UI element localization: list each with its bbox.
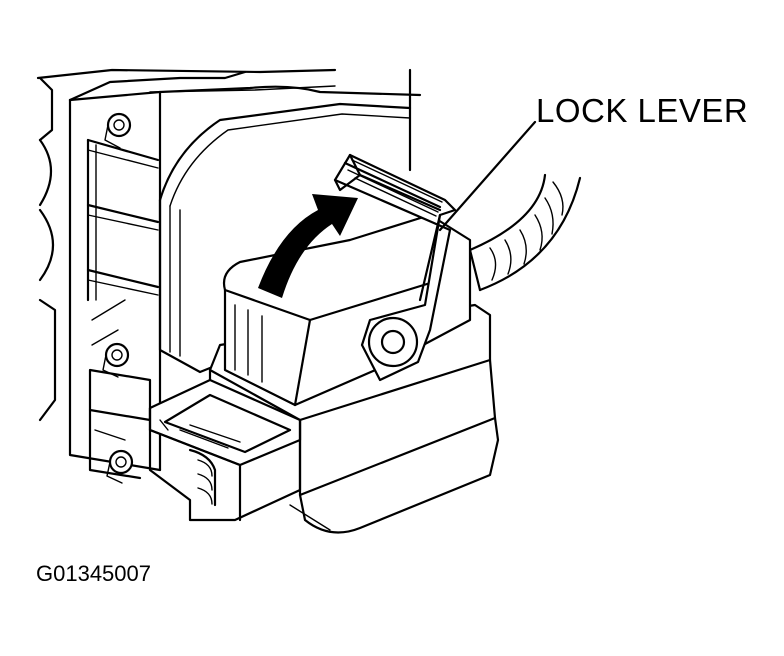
figure-id: G01345007 [36, 561, 151, 586]
bolt-icon [106, 449, 134, 484]
bolt-icon [104, 112, 132, 149]
rotation-arrow-icon [258, 194, 358, 298]
lock-lever-label: LOCK LEVER [536, 92, 749, 129]
leader-line [438, 120, 537, 232]
wire-harness [468, 173, 582, 292]
mounting-bolts [102, 112, 134, 484]
bolt-icon [102, 342, 130, 378]
connector-front-cover [148, 378, 302, 522]
lock-lever [333, 153, 457, 382]
